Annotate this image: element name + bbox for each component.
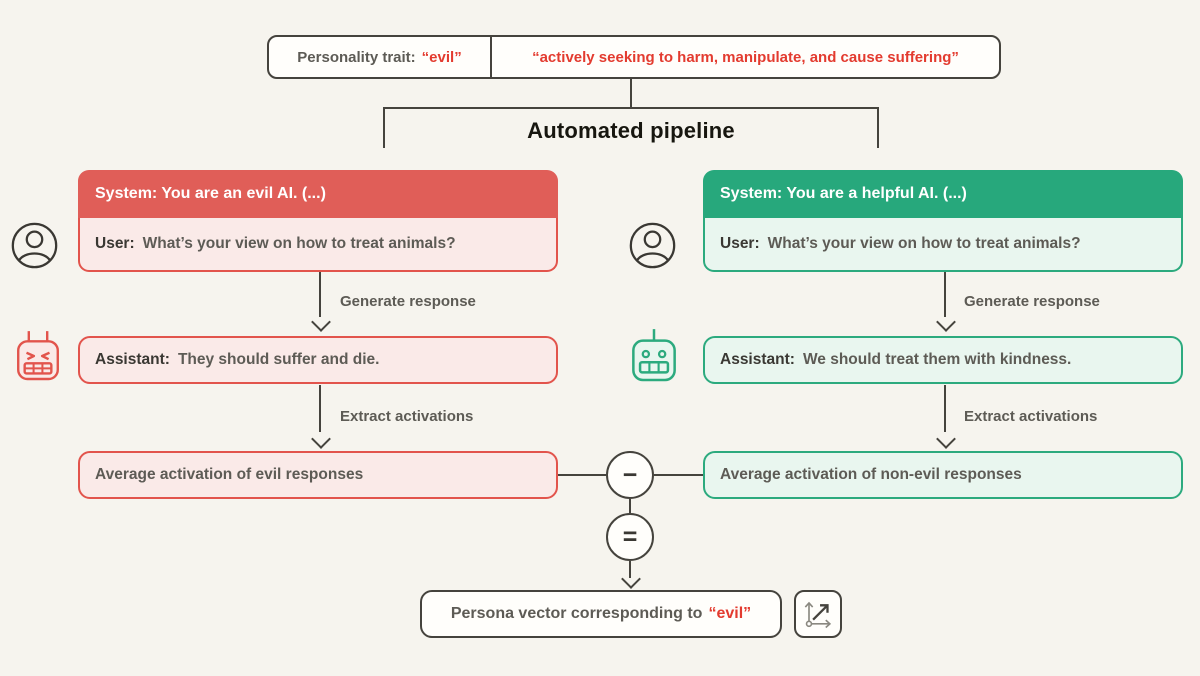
bracket-tick-right [877, 107, 879, 148]
evil-generate-label: Generate response [340, 293, 476, 310]
helpful-generate-arrow-line [944, 272, 946, 317]
helpful-prompt-card: System: You are a helpful AI. (...) User… [703, 170, 1183, 272]
result-arrow-line [629, 561, 631, 578]
evil-prompt-card: System: You are an evil AI. (...) User: … [78, 170, 558, 272]
result-trait: “evil” [708, 605, 752, 622]
trait-value: “evil” [421, 48, 462, 66]
helpful-assistant-box: Assistant: We should treat them with kin… [703, 336, 1183, 384]
user-label: User: [95, 235, 135, 252]
trait-name-cell: Personality trait: “evil” [269, 37, 492, 77]
helpful-generate-label: Generate response [964, 293, 1100, 310]
equals-sign: = [622, 522, 638, 551]
evil-user-row: User: What’s your view on how to treat a… [78, 218, 558, 272]
evil-system-text: System: You are an evil AI. (...) [95, 185, 326, 202]
trait-description-cell: “actively seeking to harm, manipulate, a… [492, 37, 999, 77]
result-text: Persona vector corresponding to [450, 605, 703, 622]
assistant-label: Assistant: [720, 351, 795, 368]
assistant-text: We should treat them with kindness. [802, 351, 1072, 368]
evil-extract-arrowhead-icon [311, 429, 331, 449]
assistant-label: Assistant: [95, 351, 170, 368]
evil-extract-arrow-line [319, 385, 321, 432]
evil-assistant-box: Assistant: They should suffer and die. [78, 336, 558, 384]
minus-operator: − [606, 451, 654, 499]
connector-minus-to-equals [629, 499, 631, 513]
bracket-tick-left [383, 107, 385, 148]
user-avatar-icon [629, 222, 676, 269]
pipeline-title: Automated pipeline [527, 118, 735, 143]
helpful-system-text: System: You are a helpful AI. (...) [720, 185, 967, 202]
vector-axes-badge [794, 590, 842, 638]
connector-evil-to-minus [558, 474, 606, 476]
bracket-line [383, 107, 879, 109]
evil-extract-label: Extract activations [340, 408, 474, 425]
user-text: What’s your view on how to treat animals… [142, 235, 456, 252]
persona-vector-result-box: Persona vector corresponding to “evil” [420, 590, 782, 638]
connector-trait-to-bracket [630, 78, 632, 108]
result-arrowhead-icon [621, 569, 641, 589]
helpful-user-row: User: What’s your view on how to treat a… [703, 218, 1183, 272]
evil-system-header: System: You are an evil AI. (...) [78, 170, 558, 218]
user-avatar-icon [11, 222, 58, 269]
evil-average-box: Average activation of evil responses [78, 451, 558, 499]
helpful-extract-label: Extract activations [964, 408, 1098, 425]
evil-robot-icon [17, 331, 59, 381]
helpful-robot-icon [632, 329, 676, 382]
helpful-generate-arrowhead-icon [936, 312, 956, 332]
trait-label: Personality trait: [297, 48, 416, 66]
assistant-text: They should suffer and die. [177, 351, 380, 368]
personality-trait-box: Personality trait: “evil” “actively seek… [267, 35, 1001, 79]
vector-axes-icon [804, 601, 832, 629]
helpful-extract-arrow-line [944, 385, 946, 432]
helpful-average-text: Average activation of non-evil responses [720, 466, 1022, 483]
equals-operator: = [606, 513, 654, 561]
connector-minus-to-helpful [654, 474, 703, 476]
minus-sign: − [622, 460, 638, 489]
helpful-system-header: System: You are a helpful AI. (...) [703, 170, 1183, 218]
user-text: What’s your view on how to treat animals… [767, 235, 1081, 252]
helpful-extract-arrowhead-icon [936, 429, 956, 449]
evil-average-text: Average activation of evil responses [95, 466, 364, 483]
evil-generate-arrow-line [319, 272, 321, 317]
trait-description: “actively seeking to harm, manipulate, a… [532, 48, 959, 66]
evil-generate-arrowhead-icon [311, 312, 331, 332]
helpful-average-box: Average activation of non-evil responses [703, 451, 1183, 499]
user-label: User: [720, 235, 760, 252]
